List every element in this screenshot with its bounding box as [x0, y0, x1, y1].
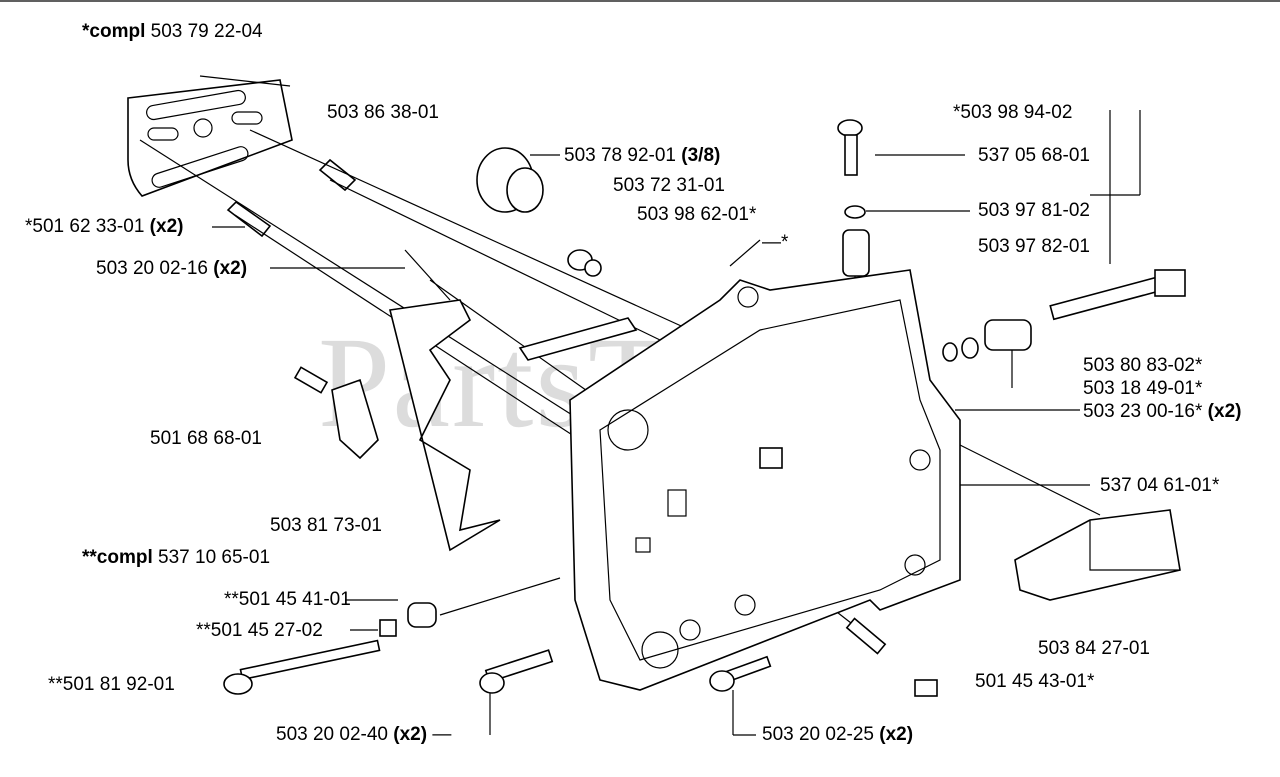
adjuster-drawing [837, 119, 870, 277]
label-washer: **501 45 27-02 [196, 620, 323, 641]
block-drawing [1014, 509, 1181, 601]
label-adjuster: *503 98 94-02 [953, 102, 1073, 123]
spacer-drawing [226, 158, 357, 238]
label-compl-sub: **compl 537 10 65-01 [82, 547, 271, 568]
guide-plate-drawing [389, 299, 501, 552]
label-spring-1: 503 97 82-01 [978, 236, 1090, 257]
label-pump-3: 503 23 00-16* (x2) [1083, 401, 1242, 422]
label-adj-screw: 537 05 68-01 [978, 145, 1090, 166]
label-guide-plate: 503 81 73-01 [270, 515, 382, 536]
label-screw-40: 503 20 02-40 (x2) — [276, 724, 452, 745]
pump-shaft-drawing [942, 269, 1186, 362]
valve-drawing [759, 447, 783, 469]
label-pin: 503 98 62-01* [637, 204, 757, 225]
label-compl-main: *compl 503 79 22-04 [82, 21, 263, 42]
bracket-drawing [293, 366, 379, 460]
label-screw-25: 503 20 02-25 (x2) [762, 724, 914, 745]
label-nut: **501 45 41-01 [224, 589, 351, 610]
label-bolt: 501 45 43-01* [975, 671, 1095, 692]
label-screw-16: 503 20 02-16 (x2) [96, 258, 248, 279]
rod-drawing [518, 317, 638, 361]
label-bar-plate: 503 86 38-01 [327, 102, 439, 123]
label-star: —* [762, 232, 789, 253]
label-plug: 503 78 92-01 (3/8) [564, 145, 721, 166]
label-oring: 503 97 81-02 [978, 200, 1090, 221]
label-bracket: 501 68 68-01 [150, 428, 262, 449]
label-valve: 537 04 61-01* [1100, 475, 1220, 496]
bar-plate-drawing [127, 75, 293, 197]
label-pump-2: 503 18 49-01* [1083, 378, 1203, 399]
pin-drawing [567, 249, 602, 277]
screws-drawing [479, 617, 938, 697]
tension-assembly-drawing [223, 602, 437, 695]
plug-drawing [476, 147, 544, 213]
label-pump-1: 503 80 83-02* [1083, 355, 1203, 376]
label-rod: 503 72 31-01 [613, 175, 725, 196]
housing-drawing [569, 269, 961, 691]
label-spacer: *501 62 33-01 (x2) [25, 216, 184, 237]
label-tension-screw: **501 81 92-01 [48, 674, 175, 695]
label-block: 503 84 27-01 [1038, 638, 1150, 659]
